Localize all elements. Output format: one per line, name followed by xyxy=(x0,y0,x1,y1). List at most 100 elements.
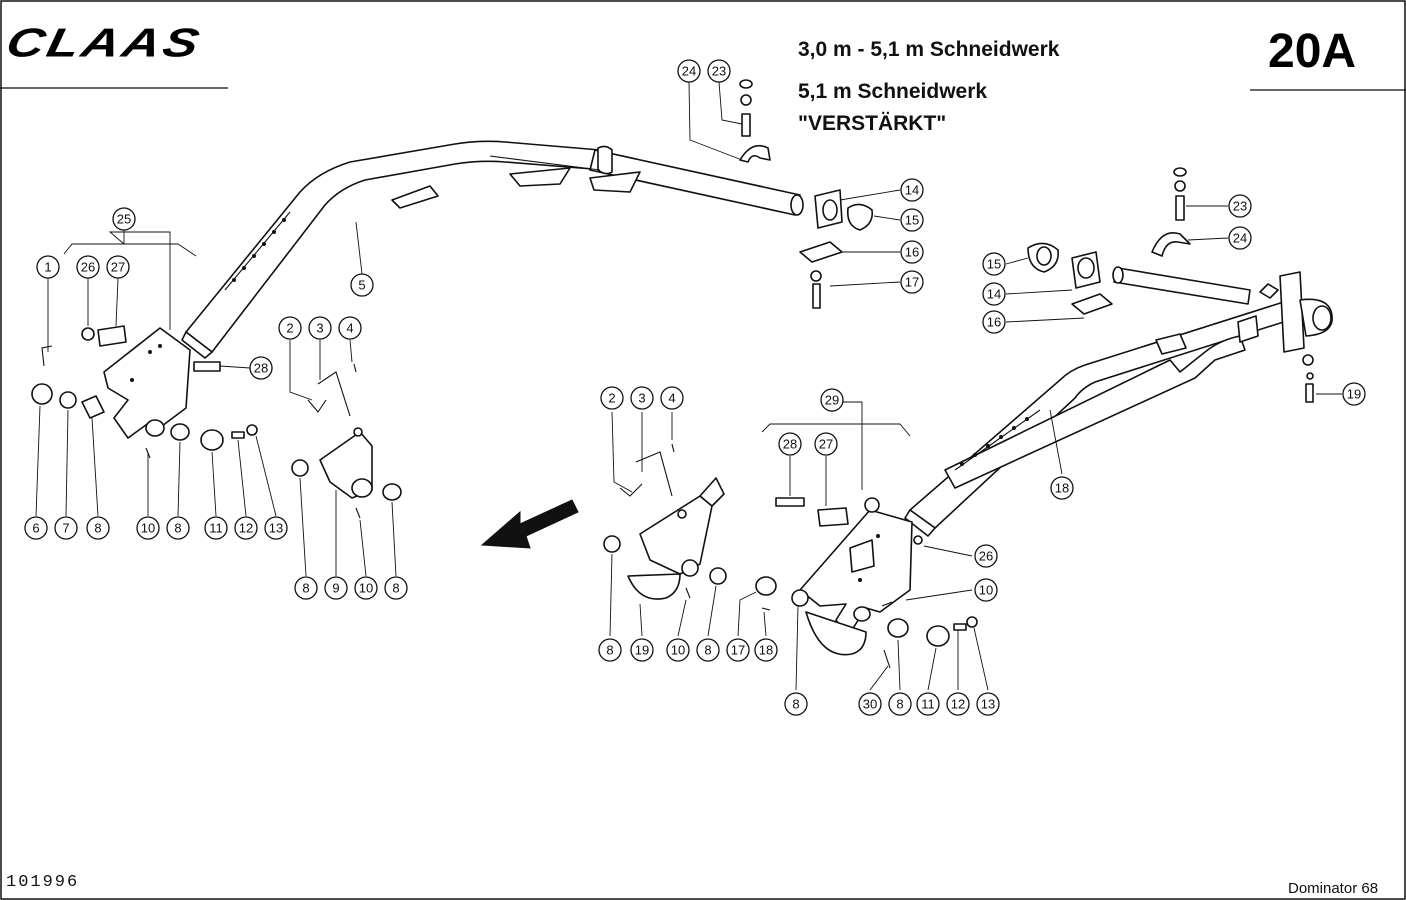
right-pivot-bracket xyxy=(775,497,978,669)
callout-7: 7 xyxy=(54,516,78,540)
callout-11: 11 xyxy=(916,692,940,716)
svg-text:19: 19 xyxy=(635,643,649,658)
svg-text:2: 2 xyxy=(286,321,293,336)
callout-16: 16 xyxy=(900,240,924,264)
callout-8: 8 xyxy=(166,516,190,540)
callout-29: 29 xyxy=(820,388,844,412)
callout-8: 8 xyxy=(598,638,622,662)
title-line-3: "VERSTÄRKT" xyxy=(798,112,947,135)
svg-text:8: 8 xyxy=(792,697,799,712)
left-lifting-arm xyxy=(181,140,606,359)
right-center-bracket xyxy=(603,443,777,611)
upper-shaft-tube xyxy=(489,145,804,216)
svg-text:26: 26 xyxy=(81,260,95,275)
svg-text:10: 10 xyxy=(141,521,155,536)
callout-2: 2 xyxy=(600,386,624,410)
callout-4: 4 xyxy=(338,316,362,340)
svg-text:3: 3 xyxy=(316,321,323,336)
callout-5: 5 xyxy=(350,273,374,297)
right-lifting-arm xyxy=(904,299,1297,537)
svg-text:8: 8 xyxy=(302,581,309,596)
callout-1: 1 xyxy=(36,255,60,279)
svg-text:12: 12 xyxy=(239,521,253,536)
title-line-1: 3,0 m - 5,1 m Schneidwerk xyxy=(798,38,1060,61)
callout-17: 17 xyxy=(900,270,924,294)
bearing-block-left xyxy=(799,189,874,309)
callout-6: 6 xyxy=(24,516,48,540)
callout-11: 11 xyxy=(204,516,228,540)
svg-text:7: 7 xyxy=(62,521,69,536)
callout-24: 24 xyxy=(677,59,701,83)
callout-12: 12 xyxy=(234,516,258,540)
svg-text:3: 3 xyxy=(638,391,645,406)
right-clamp-assembly xyxy=(1151,167,1191,257)
callout-23: 23 xyxy=(707,59,731,83)
svg-text:16: 16 xyxy=(905,245,919,260)
svg-text:17: 17 xyxy=(905,275,919,290)
svg-text:24: 24 xyxy=(682,64,696,79)
left-bushings-row xyxy=(31,383,258,459)
svg-text:27: 27 xyxy=(111,260,125,275)
callout-8: 8 xyxy=(86,516,110,540)
callout-18: 18 xyxy=(1050,476,1074,500)
machine-model: Dominator 68 xyxy=(1288,880,1379,897)
callout-8: 8 xyxy=(784,692,808,716)
callout-8: 8 xyxy=(384,576,408,600)
svg-text:23: 23 xyxy=(1233,199,1247,214)
callout-15: 15 xyxy=(982,252,1006,276)
svg-text:23: 23 xyxy=(712,64,726,79)
callout-10: 10 xyxy=(974,578,998,602)
callout-14: 14 xyxy=(900,178,924,202)
svg-text:8: 8 xyxy=(704,643,711,658)
svg-text:8: 8 xyxy=(392,581,399,596)
callout-9: 9 xyxy=(324,576,348,600)
callout-2: 2 xyxy=(278,316,302,340)
callout-4: 4 xyxy=(660,386,684,410)
upper-clamp-assembly xyxy=(739,79,771,163)
svg-text:10: 10 xyxy=(979,583,993,598)
callout-14: 14 xyxy=(982,282,1006,306)
callout-28: 28 xyxy=(249,356,273,380)
callout-13: 13 xyxy=(976,692,1000,716)
svg-text:6: 6 xyxy=(32,521,39,536)
document-number: 101996 xyxy=(6,873,80,892)
callout-26: 26 xyxy=(76,255,100,279)
callout-16: 16 xyxy=(982,310,1006,334)
svg-text:14: 14 xyxy=(987,287,1001,302)
svg-text:9: 9 xyxy=(332,581,339,596)
svg-text:11: 11 xyxy=(209,521,223,536)
direction-arrow xyxy=(480,499,579,549)
callout-17: 17 xyxy=(726,638,750,662)
callout-10: 10 xyxy=(666,638,690,662)
callout-labels: 24 23 14 15 16 17 25 1 26 27 5 28 2 3 4 … xyxy=(24,59,1366,716)
svg-text:17: 17 xyxy=(731,643,745,658)
right-shaft-and-bearing xyxy=(1112,266,1333,403)
svg-text:18: 18 xyxy=(759,643,773,658)
callout-8: 8 xyxy=(888,692,912,716)
svg-text:10: 10 xyxy=(359,581,373,596)
callout-27: 27 xyxy=(814,432,838,456)
callout-8: 8 xyxy=(294,576,318,600)
page-number: 20A xyxy=(1268,25,1357,78)
callout-3: 3 xyxy=(630,386,654,410)
svg-text:8: 8 xyxy=(94,521,101,536)
svg-text:8: 8 xyxy=(896,697,903,712)
svg-text:13: 13 xyxy=(269,521,283,536)
svg-text:12: 12 xyxy=(951,697,965,712)
svg-text:30: 30 xyxy=(863,697,877,712)
callout-12: 12 xyxy=(946,692,970,716)
leader-lines xyxy=(35,81,1342,691)
svg-text:2: 2 xyxy=(608,391,615,406)
svg-text:28: 28 xyxy=(783,437,797,452)
callout-10: 10 xyxy=(354,576,378,600)
svg-text:1: 1 xyxy=(44,260,51,275)
svg-text:18: 18 xyxy=(1055,481,1069,496)
callout-18: 18 xyxy=(754,638,778,662)
svg-text:16: 16 xyxy=(987,315,1001,330)
callout-13: 13 xyxy=(264,516,288,540)
title-line-2: 5,1 m Schneidwerk xyxy=(798,80,988,103)
callout-24: 24 xyxy=(1228,226,1252,250)
left-pivot-bracket xyxy=(41,325,221,439)
svg-text:28: 28 xyxy=(254,361,268,376)
